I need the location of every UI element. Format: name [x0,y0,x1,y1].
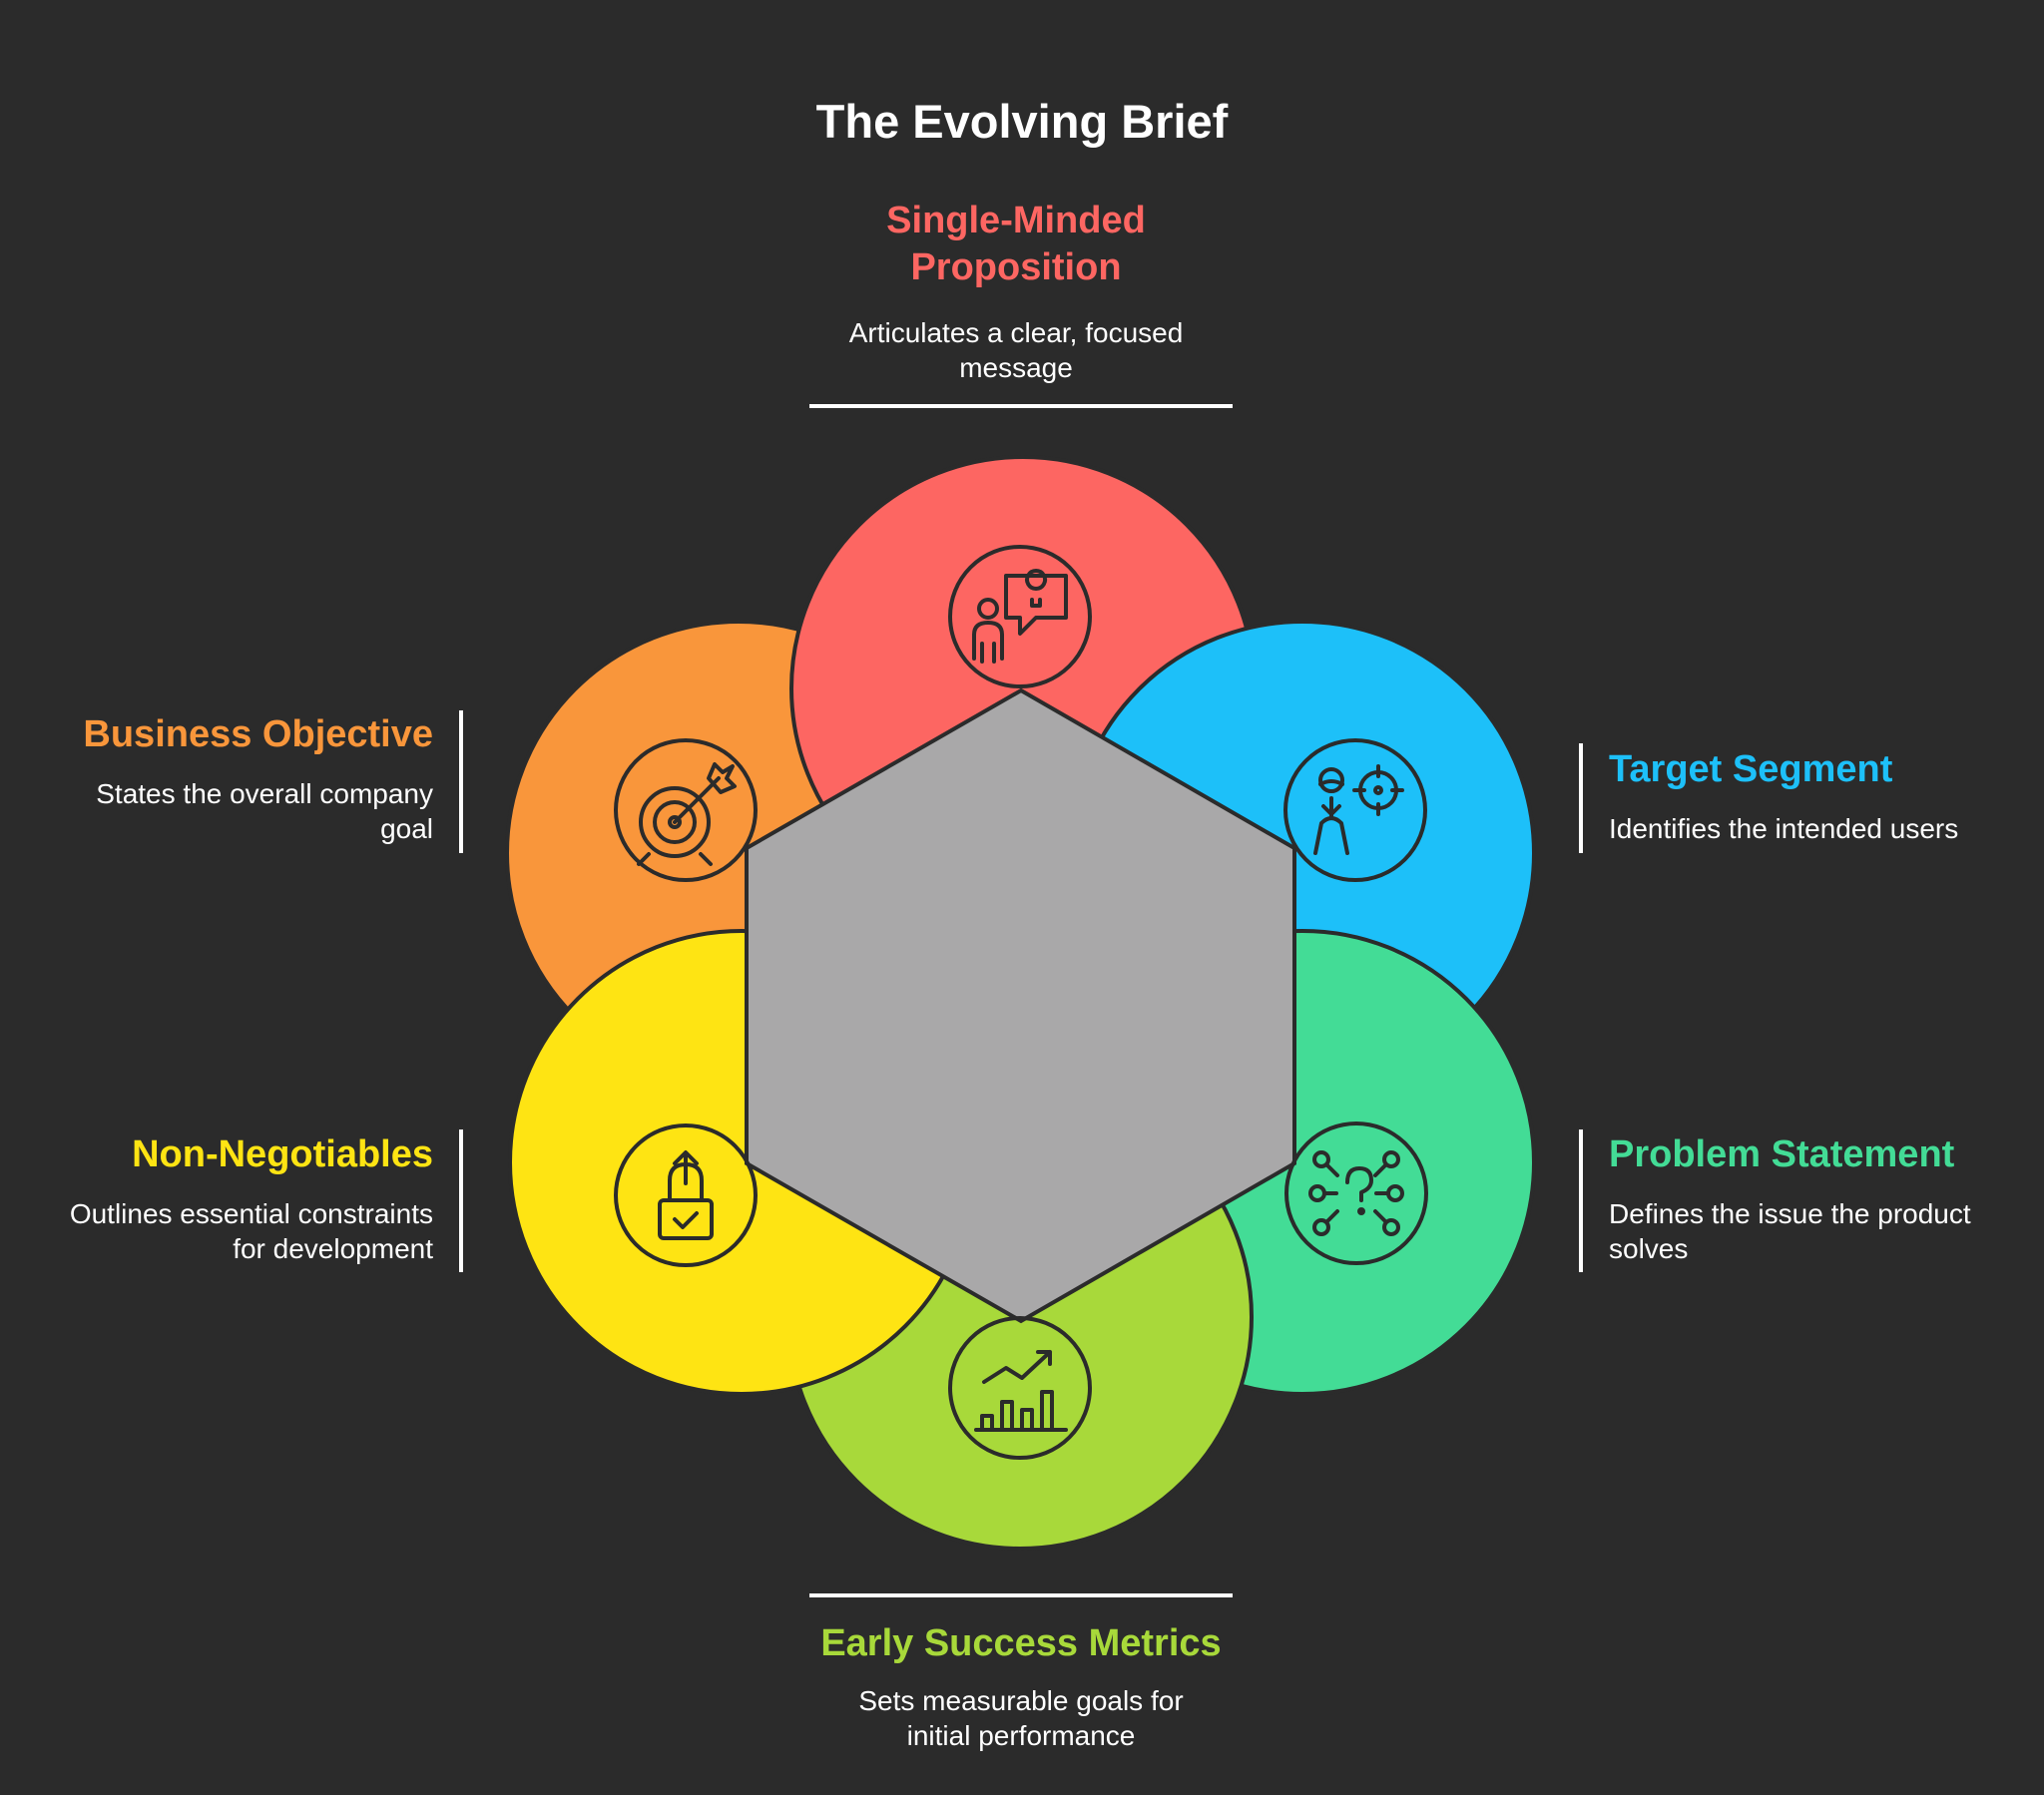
business-objective-block: Business Objective States the overall co… [60,711,433,846]
business-objective-description: States the overall company goal [96,778,433,844]
single-minded-proposition-block: Single-Minded Proposition Articulates a … [816,198,1216,385]
non-negotiables-description: Outlines essential constraints for devel… [69,1198,433,1264]
non-negotiables-block: Non-Negotiables Outlines essential const… [40,1131,433,1266]
target-segment-title: Target Segment [1609,748,1893,790]
non-negotiables-rule [459,1129,463,1272]
target-arrow-icon [614,738,758,882]
target-segment-rule [1579,743,1583,853]
problem-statement-title: Problem Statement [1609,1133,1955,1175]
user-crosshair-icon [1283,738,1427,882]
early-success-metrics-description: Sets measurable goals for initial perfor… [858,1685,1184,1751]
diagram-title: The Evolving Brief [815,95,1229,148]
business-objective-title: Business Objective [83,713,433,755]
problem-statement-block: Problem Statement Defines the issue the … [1609,1131,2008,1266]
early-success-metrics-block: Early Success Metrics Sets measurable go… [776,1620,1266,1753]
single-minded-proposition-title: Single-Minded Proposition [886,200,1146,288]
person-lightbulb-speech-icon [948,545,1092,688]
single-minded-proposition-description: Articulates a clear, focused message [848,317,1184,383]
single-minded-proposition-rule [809,404,1233,408]
target-segment-description: Identifies the intended users [1609,813,1959,844]
problem-statement-description: Defines the issue the product solves [1609,1198,1971,1264]
business-objective-rule [459,710,463,853]
lock-check-icon [614,1123,758,1267]
question-network-icon [1284,1122,1428,1265]
early-success-metrics-rule [809,1593,1233,1597]
problem-statement-rule [1579,1129,1583,1272]
non-negotiables-title: Non-Negotiables [132,1133,433,1175]
early-success-metrics-title: Early Success Metrics [820,1622,1222,1664]
target-segment-block: Target Segment Identifies the intended u… [1609,746,2028,846]
growth-bar-chart-icon [948,1316,1092,1460]
